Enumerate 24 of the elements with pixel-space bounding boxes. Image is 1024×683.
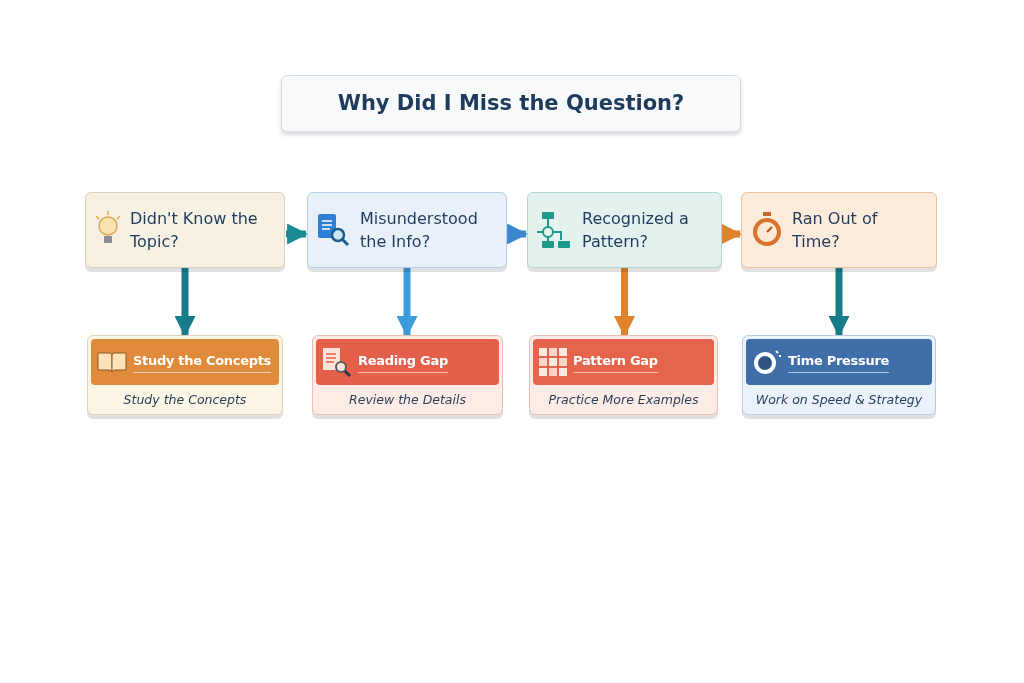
card-heading: Study the Concepts (133, 350, 272, 374)
question-box (85, 192, 285, 268)
question-text: Recognized a Pattern? (582, 208, 690, 253)
question-text: Misunderstood the Info? (360, 208, 479, 253)
card-heading: Time Pressure (788, 350, 890, 374)
card-description: Review the Details (348, 391, 467, 409)
remedy-card (529, 335, 718, 415)
remedy-card (87, 335, 283, 415)
arrow (721, 223, 743, 245)
arrow (507, 223, 529, 245)
question-box (741, 192, 937, 268)
remedy-card (742, 335, 936, 415)
card-description: Practice More Examples (547, 391, 700, 409)
card-description: Work on Speed & Strategy (754, 391, 924, 409)
question-box (307, 192, 507, 268)
arrow (286, 223, 309, 245)
remedy-card (312, 335, 503, 415)
question-box (527, 192, 722, 268)
card-description: Study the Concepts (122, 391, 248, 409)
question-text: Didn't Know the Topic? (130, 208, 259, 253)
title-banner: Why Did I Miss the Question? (281, 75, 741, 132)
card-heading: Pattern Gap (573, 350, 658, 374)
card-heading: Reading Gap (358, 350, 448, 374)
question-text: Ran Out of Time? (792, 208, 879, 253)
